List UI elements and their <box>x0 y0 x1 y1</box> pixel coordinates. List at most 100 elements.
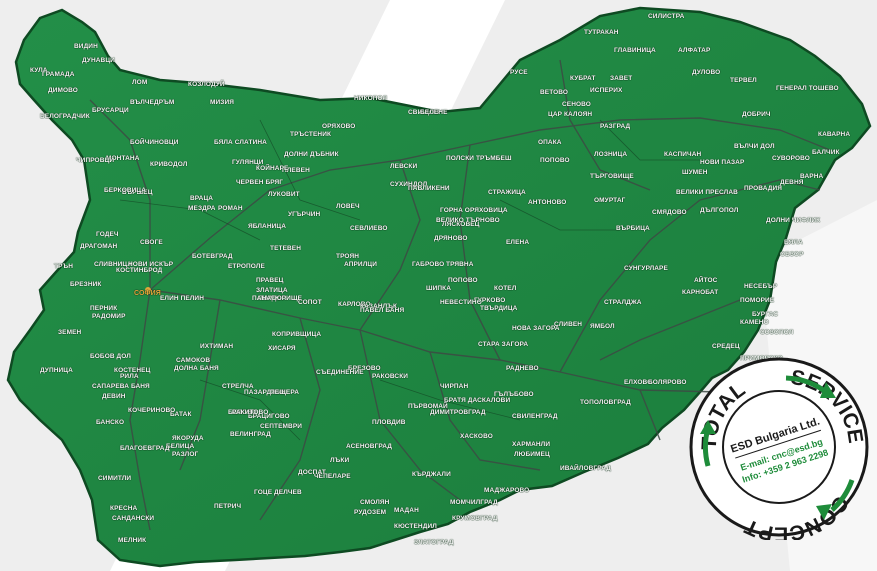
city-label: МАДАН <box>394 507 419 514</box>
city-label: ВЕЛИКИ ПРЕСЛАВ <box>676 189 738 196</box>
city-label: ПЕЩЕРА <box>270 389 300 396</box>
city-label: ЕЛХОВО <box>624 379 653 386</box>
city-label: ТУТРАКАН <box>584 29 619 36</box>
city-label: АЛФАТАР <box>678 47 711 54</box>
capital-marker <box>145 287 151 293</box>
city-label: ЛЯСКОВЕЦ <box>442 221 480 228</box>
city-label: ЯБЛАНИЦА <box>248 223 287 230</box>
city-label: ОБЗОР <box>780 251 804 258</box>
city-label: СМЯДОВО <box>652 209 687 216</box>
city-label: ЛОМ <box>132 79 148 86</box>
city-label: СУНГУРЛАРЕ <box>624 265 668 272</box>
city-label: ЯКОРУДА <box>172 435 204 442</box>
city-label: ГУЛЯНЦИ <box>232 159 264 166</box>
city-label: БЕЛИЦА <box>166 443 195 450</box>
city-label: ТВЪРДИЦА <box>480 305 518 312</box>
city-label: СТРЕЛЧА <box>222 383 254 390</box>
city-label: ДРАГОМАН <box>80 243 118 250</box>
city-label: ТЪРГОВИЩЕ <box>590 173 634 180</box>
city-label: БЕЛЕНЕ <box>420 109 448 116</box>
stamp-inner-ring <box>722 390 836 504</box>
city-label: АЙТОС <box>694 277 718 284</box>
city-label: ПИРДОП <box>258 295 287 302</box>
city-label: НИКОПОЛ <box>354 95 388 102</box>
city-label: БЕЛОГРАДЧИК <box>40 113 90 120</box>
city-label: СТРАЛДЖА <box>604 299 642 306</box>
city-label: КОЙНАРЕ <box>256 165 289 172</box>
city-label: СЪЕДИНЕНИЕ <box>316 369 364 376</box>
city-label: ЛОЗНИЦА <box>594 151 628 158</box>
city-label: ПАНАГЮРИЩЕ <box>252 295 303 302</box>
city-label: ЕЛИН ПЕЛИН <box>160 295 205 302</box>
city-label: РАДНЕВО <box>506 365 539 372</box>
city-label: СЕПТЕМВРИ <box>260 423 303 430</box>
city-label: ШИПКА <box>426 285 452 292</box>
city-label: ГОЦЕ ДЕЛЧЕВ <box>254 489 302 496</box>
city-label: ПАВЛИКЕНИ <box>408 185 450 192</box>
city-label: ДИМИТРОВГРАД <box>430 409 486 416</box>
city-label: ПЕРНИК <box>90 305 118 312</box>
city-label: ШУМЕН <box>682 169 708 176</box>
city-label: СТРАЖИЦА <box>488 189 526 196</box>
city-label: ВАРНА <box>800 173 824 180</box>
city-label: СЛИВНИЦА <box>94 261 133 268</box>
city-label: ДОЛНА БАНЯ <box>174 365 219 372</box>
city-label: БАТАК <box>170 411 192 418</box>
city-label: СИМИТЛИ <box>98 475 132 482</box>
city-label: ТРЪСТЕНИК <box>290 131 332 138</box>
city-label: СОПОТ <box>298 299 322 306</box>
city-label: ЧЕПЕЛАРЕ <box>314 473 351 480</box>
city-label: ЛУКОВИТ <box>268 191 300 198</box>
city-label: ВЕЛИНГРАД <box>230 431 271 438</box>
city-label: БОЙЧИНОВЦИ <box>130 139 179 146</box>
city-label: ИВАЙЛОВГРАД <box>560 465 611 472</box>
city-label: КАВАРНА <box>818 131 851 138</box>
city-label: ГАБРОВО <box>412 261 445 268</box>
city-label: ХАСКОВО <box>460 433 493 440</box>
city-label: НОВИ ПАЗАР <box>700 159 745 166</box>
city-label: КАМЕНО <box>740 319 769 326</box>
city-label: ВЪЛЧИ ДОЛ <box>734 143 775 150</box>
city-label: РУДОЗЕМ <box>354 509 387 516</box>
city-label: БЯЛА СЛАТИНА <box>214 139 267 146</box>
city-label: БРАЦИГОВО <box>248 413 290 420</box>
city-label: КАРЛОВО <box>338 301 371 308</box>
city-label: ПРИМОРСКО <box>740 355 783 362</box>
city-label: ЧИПРОВЦИ <box>76 157 115 164</box>
city-label: ЗЛАТОГРАД <box>414 539 454 546</box>
city-label: СУХИНДОЛ <box>390 181 428 188</box>
city-label: КОТЕЛ <box>494 285 517 292</box>
city-label: БОЛЯРОВО <box>648 379 687 386</box>
city-label: ВИДИН <box>74 43 98 50</box>
city-label: БЕЛОВО <box>228 409 257 416</box>
city-label: БРЕЗОВО <box>348 365 381 372</box>
city-label: МИЗИЯ <box>210 99 235 106</box>
city-label: СЕВЛИЕВО <box>350 225 388 232</box>
city-label: НОВА ЗАГОРА <box>512 325 560 332</box>
city-label: КЮСТЕНДИЛ <box>394 523 437 530</box>
city-label: ГОРНА ОРЯХОВИЦА <box>440 207 508 214</box>
city-label: СОФИЯ <box>134 290 161 297</box>
road-network <box>89 59 831 531</box>
city-label: РАДОМИР <box>92 313 126 320</box>
city-label: МОМЧИЛГРАД <box>450 499 498 506</box>
city-label: ГЕНЕРАЛ ТОШЕВО <box>776 85 839 92</box>
city-label: СМОЛЯН <box>360 499 390 506</box>
city-label: КУЛА <box>30 67 48 74</box>
city-label: БРУСАРЦИ <box>92 107 129 114</box>
city-label: ПЪРВОМАЙ <box>408 403 448 410</box>
city-label: МЕЗДРА <box>188 205 216 212</box>
city-label: КАСПИЧАН <box>664 151 702 158</box>
city-label: СВИЩОВ <box>408 109 440 116</box>
city-label: КРУМОВГРАД <box>452 515 498 522</box>
city-label: ВЪРШЕЦ <box>122 189 153 196</box>
city-label: КЪРДЖАЛИ <box>412 471 451 478</box>
city-label: ЗЕМЕН <box>58 329 82 336</box>
city-label: РУСЕ <box>510 69 528 76</box>
city-label: БЕРКОВИЦА <box>104 187 147 194</box>
city-label: ЧИРПАН <box>440 383 469 390</box>
city-label: ТРЪН <box>54 263 74 270</box>
city-label: АПРИЛЦИ <box>344 261 377 268</box>
